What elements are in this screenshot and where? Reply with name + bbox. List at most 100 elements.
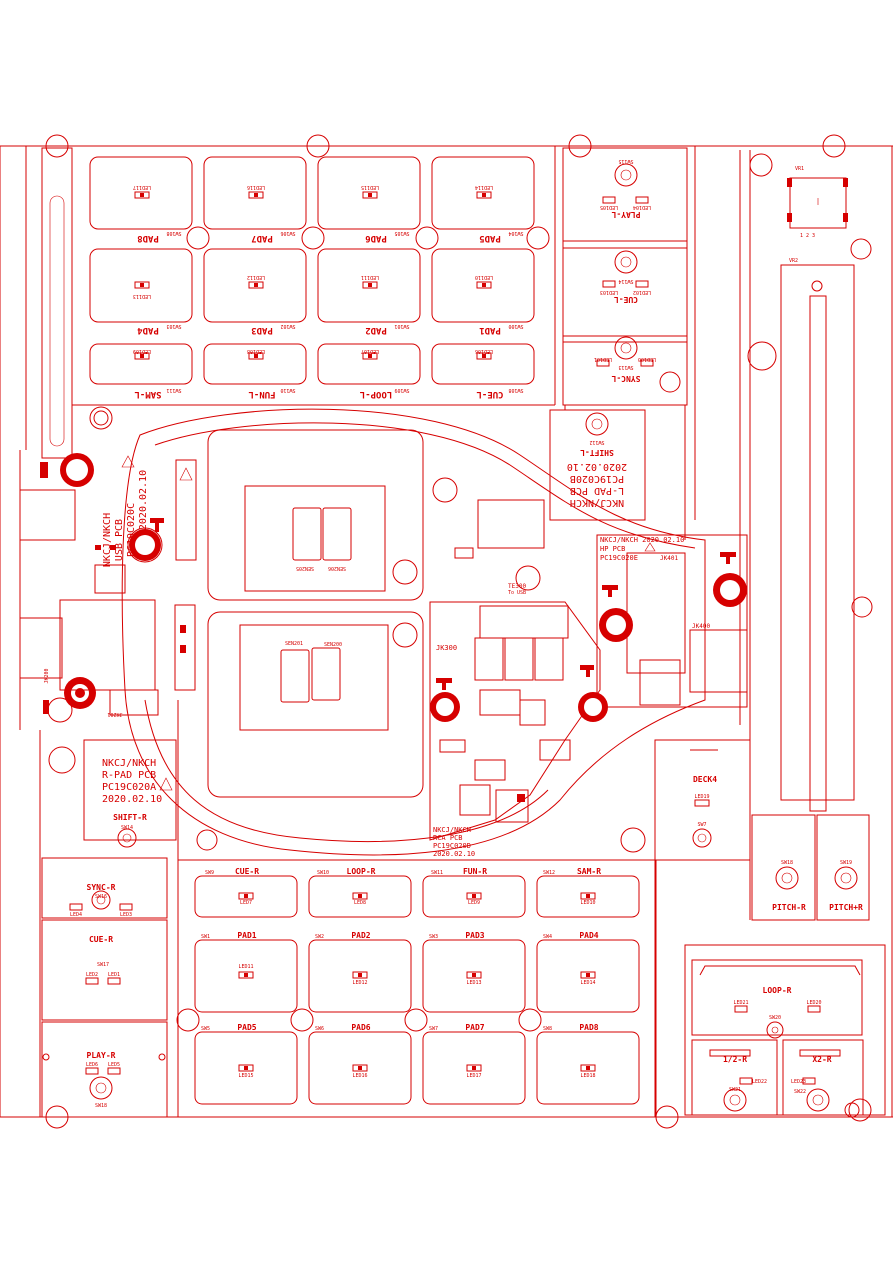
svg-text:LED5: LED5 [108,1062,120,1068]
svg-text:SEN200: SEN200 [324,642,342,648]
svg-text:LED8: LED8 [354,900,366,906]
svg-text:LED10: LED10 [580,900,595,906]
hp-pcb [596,534,748,708]
rca-pcb-info: JK300 TE300 To USB NKCJ/NKCH RCA PCB PC1… [433,583,526,858]
svg-text:SW101: SW101 [394,323,409,329]
svg-text:NKCJ/NKCH: NKCJ/NKCH [102,513,113,567]
pad-l-4-label: PAD4 [137,325,159,335]
svg-text:SW112: SW112 [589,439,604,445]
right-side-labels: SYNC-R CUE-R PLAY-R [87,883,116,1060]
svg-text:LED117: LED117 [133,184,151,190]
right-panel-labels: DECK4 PITCH-R PITCH+R LOOP-R 1/2-R X2-R [693,775,863,1064]
pitch-minus-label: PITCH-R [772,903,806,912]
svg-text:LED15: LED15 [238,1073,253,1079]
svg-text:SW103: SW103 [166,323,181,329]
svg-text:LED12: LED12 [352,980,367,986]
pad-r-2-label: PAD2 [351,931,370,940]
svg-text:LED107: LED107 [361,348,379,354]
pad-l-loop-label: LOOP-L [359,389,392,399]
left-side-column [562,147,777,436]
pad-r-8-label: PAD8 [579,1023,598,1032]
pad-r-5-label: PAD5 [237,1023,256,1032]
svg-text:LED16: LED16 [352,1073,367,1079]
sync-r-label: SYNC-R [87,883,116,892]
svg-text:SW20: SW20 [769,1015,781,1021]
svg-text:LED4: LED4 [70,912,82,918]
svg-text:LED100: LED100 [638,356,656,362]
right-panel [654,739,886,1116]
svg-text:NKCJ/NKCH: NKCJ/NKCH [102,758,156,769]
cue-l-label: CUE-L [614,295,638,304]
cue-r-side-label: CUE-R [89,935,113,944]
svg-text:LED112: LED112 [247,274,265,280]
svg-text:JK401: JK401 [660,555,678,562]
svg-text:SW109: SW109 [394,387,409,393]
svg-text:TE300: TE300 [508,583,526,590]
left-pad-labels: PAD8 PAD7 PAD6 PAD5 PAD4 PAD3 PAD2 PAD1 … [134,233,504,399]
svg-text:LED9: LED9 [468,900,480,906]
svg-text:LED102: LED102 [633,289,651,295]
pad-l-cue [431,343,535,385]
svg-text:PC19C020A: PC19C020A [102,782,156,793]
pad-l-2 [317,248,421,323]
right-pad-grid [176,859,657,1118]
svg-text:SW14: SW14 [121,825,133,831]
board-outline [0,134,893,1129]
play-l-label: PLAY-L [611,210,640,219]
svg-text:LED3: LED3 [120,912,132,918]
svg-text:SW104: SW104 [508,230,523,236]
half-r-label: 1/2-R [723,1055,747,1064]
shift-r: SHIFT-R SW14 [113,813,147,831]
svg-text:JK300: JK300 [436,644,457,652]
pad-l-5-label: PAD5 [479,233,501,243]
svg-text:USB PCB: USB PCB [114,519,125,561]
svg-text:SW108: SW108 [508,387,523,393]
right-side-small-labels: SW16 LED4 LED3 SW17 LED2 LED1 LED6 LED5 … [70,894,132,1109]
svg-text:SW108: SW108 [166,230,181,236]
svg-text:SEN206: SEN206 [328,565,346,571]
left-pad-leds [134,191,492,360]
pad-r-fun-label: FUN-R [463,867,487,876]
svg-text:LED115: LED115 [361,184,379,190]
svg-text:2020.02.10: 2020.02.10 [567,461,627,472]
svg-text:R-PAD PCB: R-PAD PCB [102,770,156,781]
svg-text:SW21: SW21 [729,1087,741,1093]
svg-text:2020.02.10: 2020.02.10 [102,794,162,805]
svg-text:SW2: SW2 [315,934,324,940]
jack-labels: JK200 JK201 [44,668,123,717]
pad-r-sam-label: SAM-R [577,867,601,876]
svg-text:SW115: SW115 [618,158,633,164]
shift-r-label: SHIFT-R [113,813,147,822]
svg-text:LED1: LED1 [108,972,120,978]
svg-text:SEN205: SEN205 [296,565,314,571]
pad-l-cue-label: CUE-L [476,389,504,399]
svg-text:SW11: SW11 [431,870,443,876]
svg-text:SW18: SW18 [781,860,793,866]
svg-text:LED103: LED103 [600,289,618,295]
pitch-plus-label: PITCH+R [829,903,863,912]
svg-text:HP PCB: HP PCB [600,545,625,553]
svg-text:VR1: VR1 [795,166,804,172]
svg-text:SW5: SW5 [201,1026,210,1032]
vr-area [694,146,873,920]
svg-text:LED111: LED111 [361,274,379,280]
svg-text:LED22: LED22 [752,1079,767,1085]
svg-text:SW111: SW111 [166,387,181,393]
svg-text:SW4: SW4 [543,934,552,940]
svg-text:LED104: LED104 [633,204,651,210]
svg-text:SW10: SW10 [317,870,329,876]
svg-text:L-PAD PCB: L-PAD PCB [570,485,624,496]
r-pad-pcb [39,730,646,1117]
pad-l-6-label: PAD6 [365,233,387,243]
pad-r-8 [536,1031,640,1105]
pad-r-7-label: PAD7 [465,1023,484,1032]
right-panel-small-labels: LED19 SW7 SW18 SW19 LED21 LED20 SW20 LED… [694,794,852,1095]
pad-l-fun-label: FUN-L [248,389,276,399]
svg-text:SW12: SW12 [543,870,555,876]
svg-text:SW106: SW106 [280,230,295,236]
pad-r-6 [308,1031,412,1105]
hp-pcb-info: NKCJ/NKCH 2020.02.10 HP PCB PC19C020E JK… [600,536,710,630]
left-pad-grid [89,156,550,430]
shift-l-label: SHIFT-L [580,448,614,457]
